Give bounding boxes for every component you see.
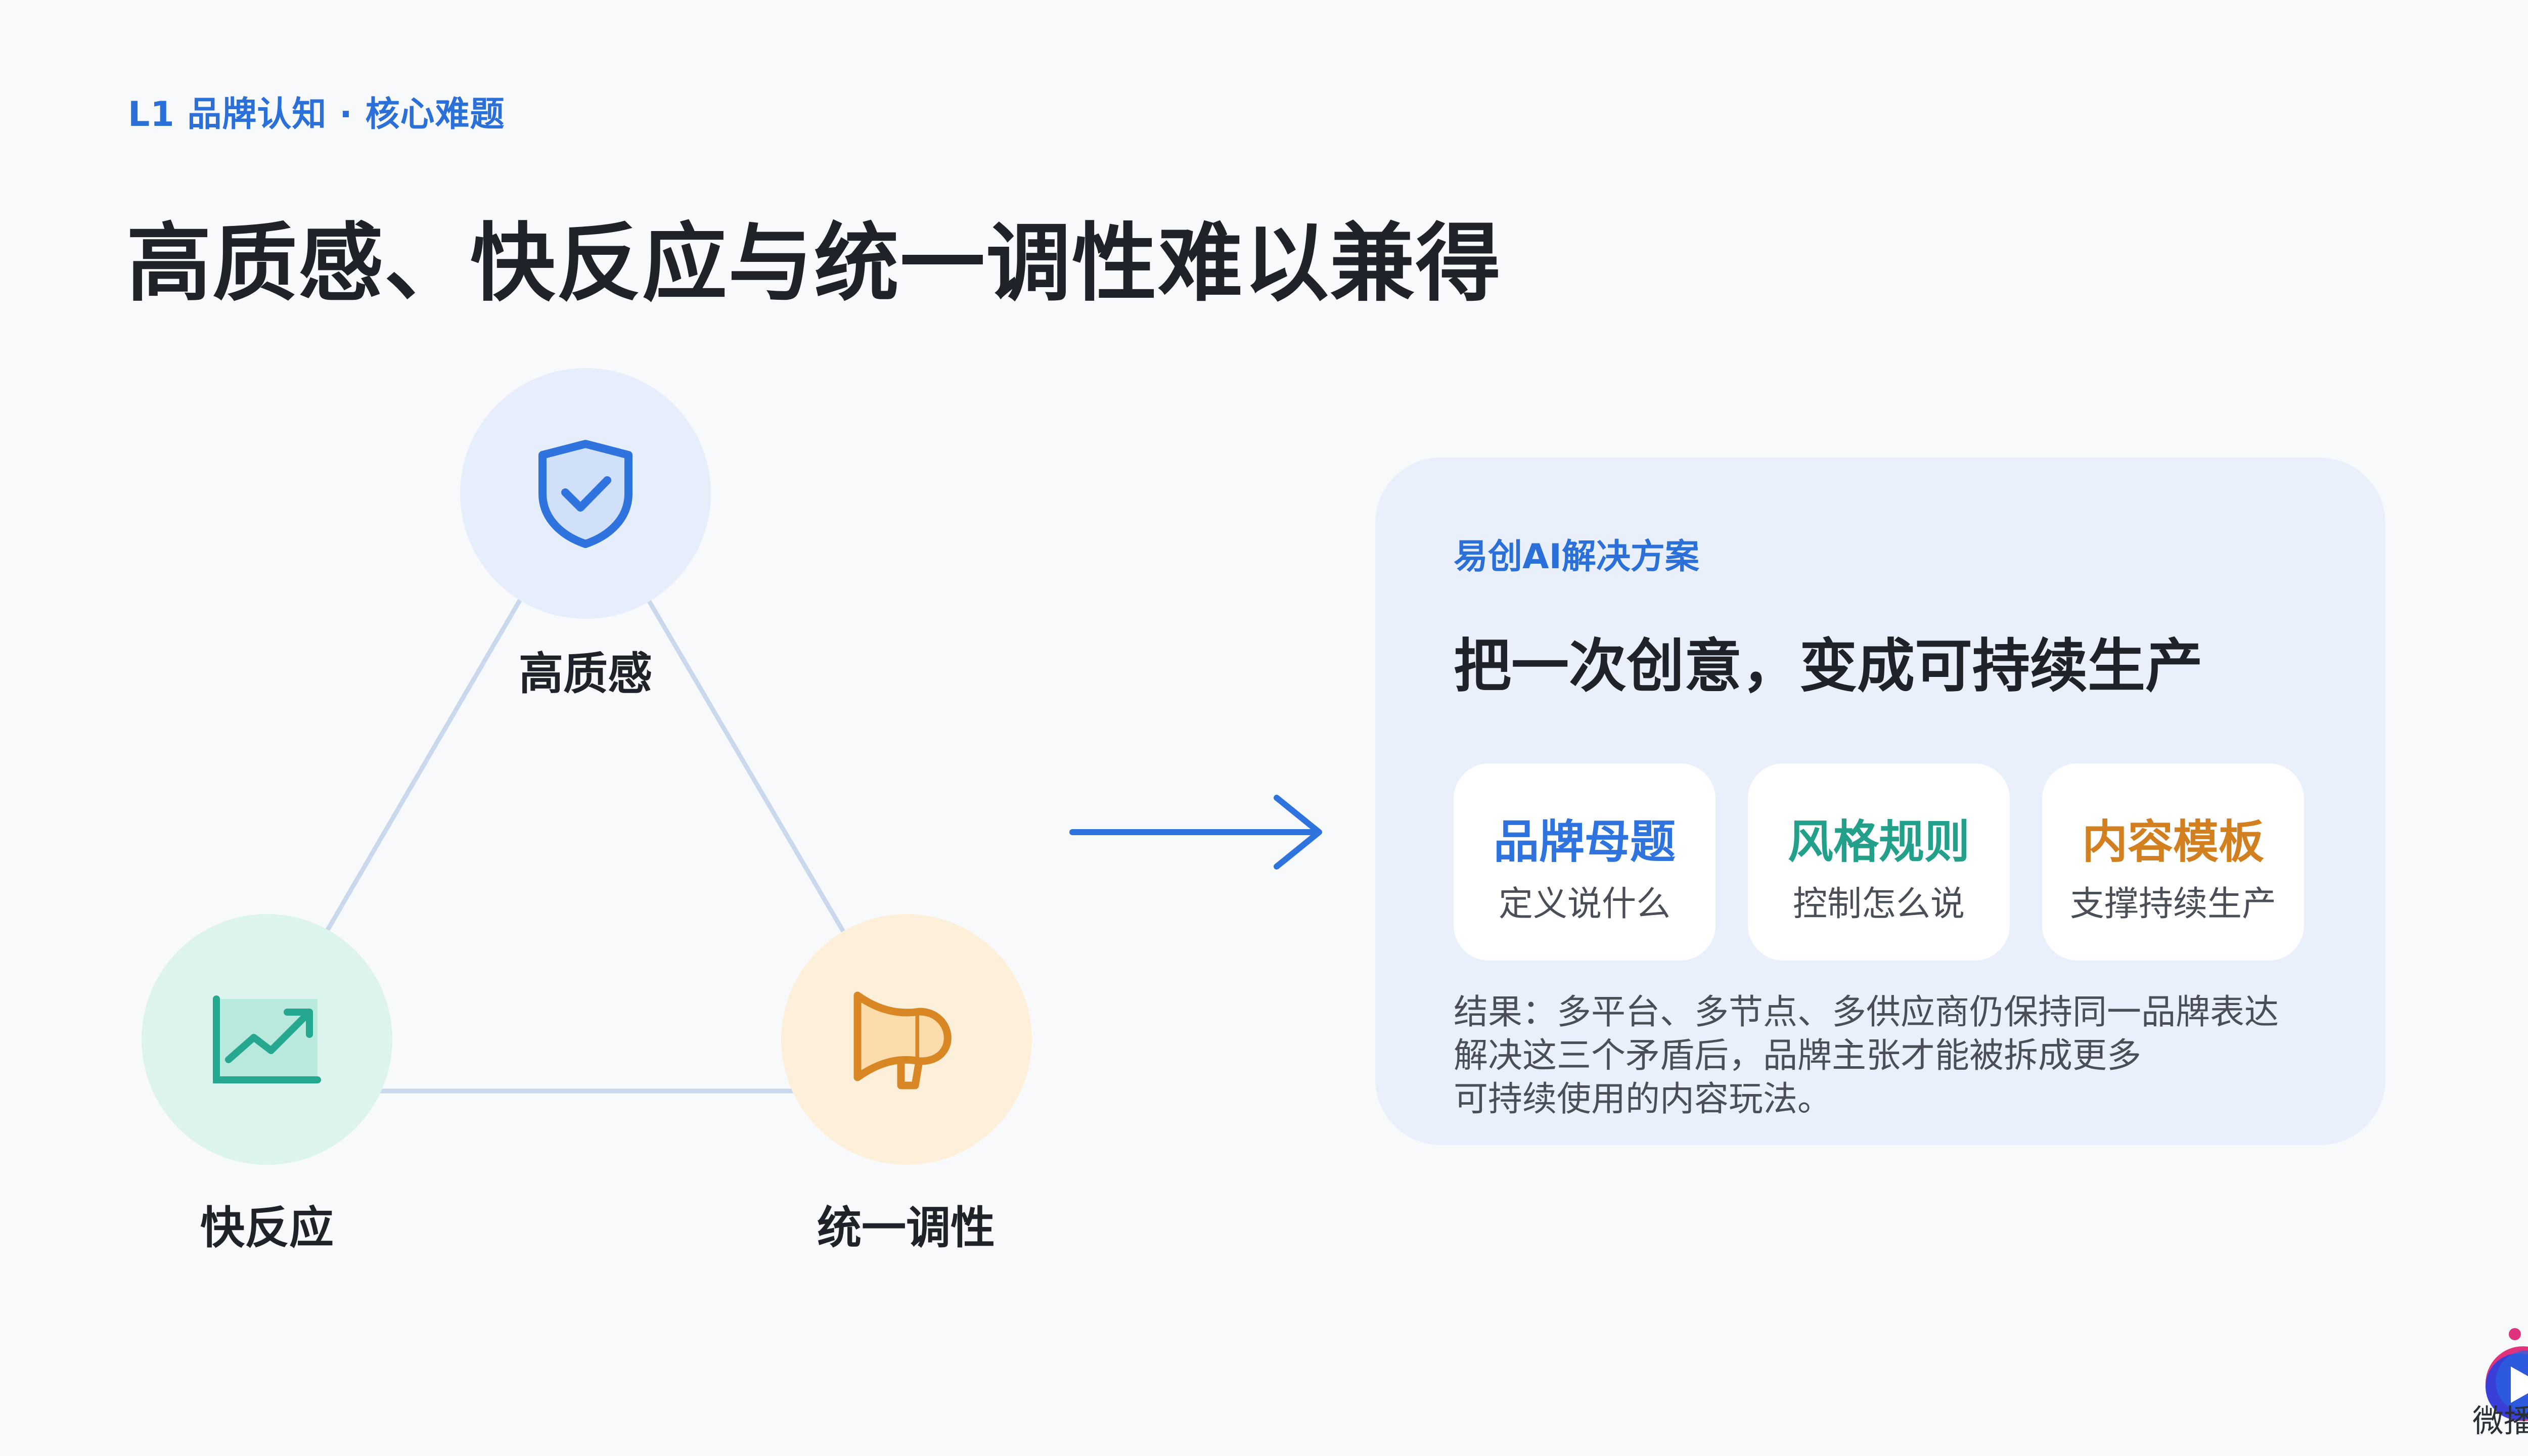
tradeoff-triangle-diagram: 高质感 快反应 统一调性 [0, 0, 1112, 1456]
arrow-right-icon [1069, 795, 1322, 870]
card-content-template: 内容模板 支撑持续生产 [2042, 763, 2304, 961]
node-tone [781, 914, 1032, 1165]
shield-check-icon [538, 440, 633, 548]
trend-chart-icon [213, 995, 321, 1083]
play-logo-icon [2486, 1328, 2528, 1421]
solution-title: 把一次创意，变成可持续生产 [1454, 632, 2203, 700]
result-text: 结果：多平台、多节点、多供应商仍保持同一品牌表达 解决这三个矛盾后，品牌主张才能… [1454, 991, 2279, 1121]
card-title: 风格规则 [1788, 815, 1970, 869]
result-line: 可持续使用的内容玩法。 [1454, 1079, 1832, 1119]
node-label-tone: 统一调性 [817, 1202, 996, 1254]
node-label-speed: 快反应 [200, 1202, 334, 1254]
card-style-rules: 风格规则 控制怎么说 [1748, 763, 2010, 961]
megaphone-icon [853, 991, 952, 1089]
card-subtitle: 控制怎么说 [1792, 884, 1965, 924]
card-title: 内容模板 [2082, 815, 2264, 869]
page-title: 高质感、快反应与统一调性难以兼得 [126, 214, 1502, 313]
solution-eyebrow: 易创AI解决方案 [1454, 537, 1699, 577]
card-title: 品牌母题 [1494, 815, 1676, 869]
node-quality [460, 368, 711, 619]
result-line: 解决这三个矛盾后，品牌主张才能被拆成更多 [1454, 1036, 2142, 1076]
card-subtitle: 定义说什么 [1498, 884, 1671, 924]
card-brand-theme: 品牌母题 定义说什么 [1454, 763, 1716, 961]
solution-panel: 易创AI解决方案 把一次创意，变成可持续生产 品牌母题 定义说什么 风格规则 控… [1375, 458, 2385, 1145]
brand-logo-text: 微播易 [2472, 1402, 2528, 1439]
section-eyebrow: L1 品牌认知 · 核心难题 [128, 95, 505, 134]
card-subtitle: 支撑持续生产 [2069, 884, 2276, 924]
node-label-quality: 高质感 [518, 648, 653, 700]
node-speed [142, 914, 392, 1165]
result-line: 结果：多平台、多节点、多供应商仍保持同一品牌表达 [1454, 992, 2279, 1032]
solution-cards: 品牌母题 定义说什么 风格规则 控制怎么说 内容模板 支撑持续生产 [1454, 763, 2304, 961]
